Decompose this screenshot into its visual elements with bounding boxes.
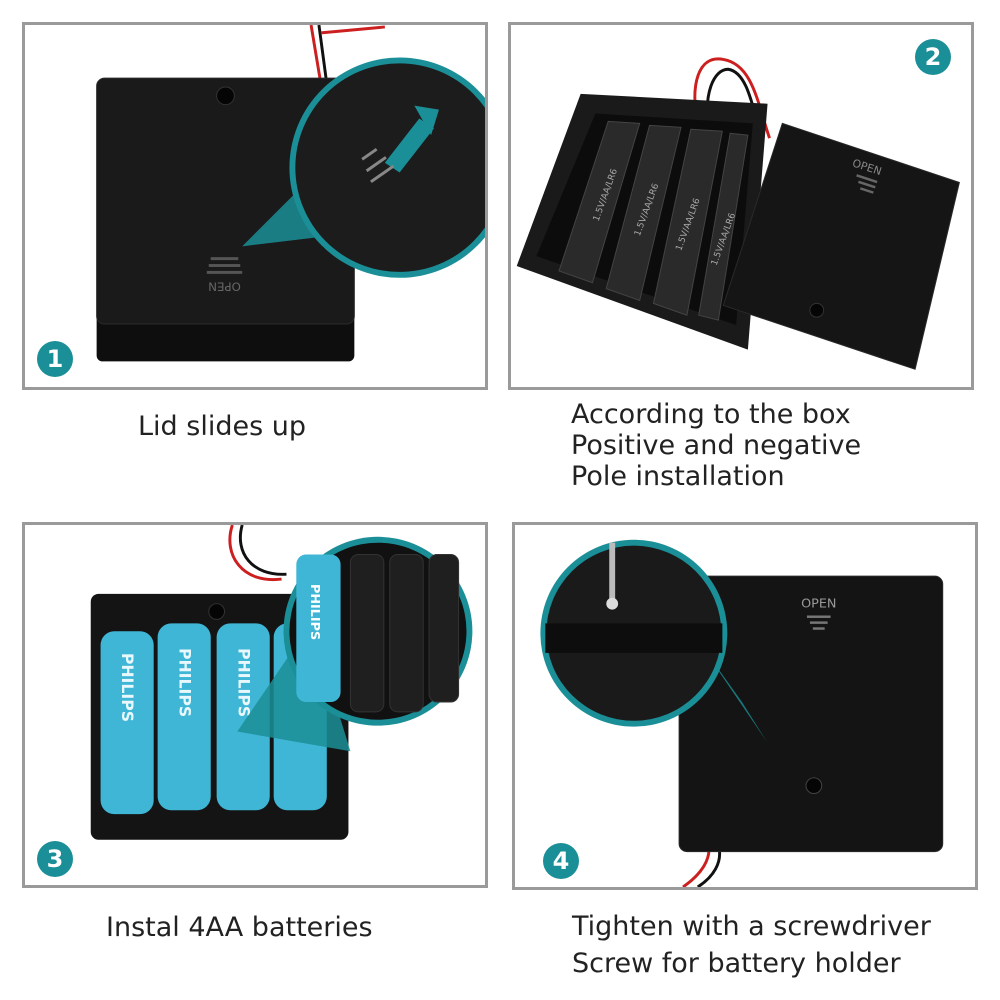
lid-open-label: OPEN	[801, 597, 836, 612]
battery-brand-1: PHILIPS	[118, 653, 137, 722]
lid-slide-illustration: OPEN	[96, 25, 485, 362]
screw-lid-illustration: OPEN	[540, 539, 944, 887]
caption-line: Tighten with a screwdriver	[572, 911, 931, 942]
caption-line: Pole installation	[571, 461, 785, 492]
step-3-badge: 3	[37, 841, 73, 877]
step-1-panel: OPEN 1	[22, 22, 488, 390]
battery-holder-open-illustration: 1.5V/AA/LR6 1.5V/AA/LR6 1.5V/AA/LR6 1.5V…	[516, 57, 960, 370]
caption-line: Lid slides up	[138, 411, 306, 442]
battery-brand-2: PHILIPS	[175, 648, 194, 717]
step-2-caption: According to the box Positive and negati…	[571, 399, 861, 492]
step-3-caption: Instal 4AA batteries	[106, 912, 373, 944]
caption-line: According to the box	[571, 399, 851, 430]
battery-brand-3: PHILIPS	[234, 648, 253, 717]
step-1-caption: Lid slides up	[138, 411, 306, 443]
install-batteries-illustration: PHILIPS PHILIPS PHILIPS PHILIPS	[90, 525, 473, 840]
step-4-panel: OPEN 4	[512, 522, 978, 890]
lid-open-label: OPEN	[208, 280, 241, 294]
caption-line: Screw for battery holder	[572, 948, 901, 979]
step-4-caption: Tighten with a screwdriver Screw for bat…	[572, 908, 931, 982]
step-1-badge: 1	[37, 341, 73, 377]
caption-line: Positive and negative	[571, 430, 862, 461]
step-4-badge: 4	[543, 843, 579, 879]
step-2-badge: 2	[915, 39, 951, 75]
caption-line: Instal 4AA batteries	[106, 912, 373, 943]
battery-brand-zoom: PHILIPS	[307, 584, 322, 640]
step-2-panel: 1.5V/AA/LR6 1.5V/AA/LR6 1.5V/AA/LR6 1.5V…	[508, 22, 974, 390]
step-3-panel: PHILIPS PHILIPS PHILIPS PHILIPS 3	[22, 522, 488, 888]
